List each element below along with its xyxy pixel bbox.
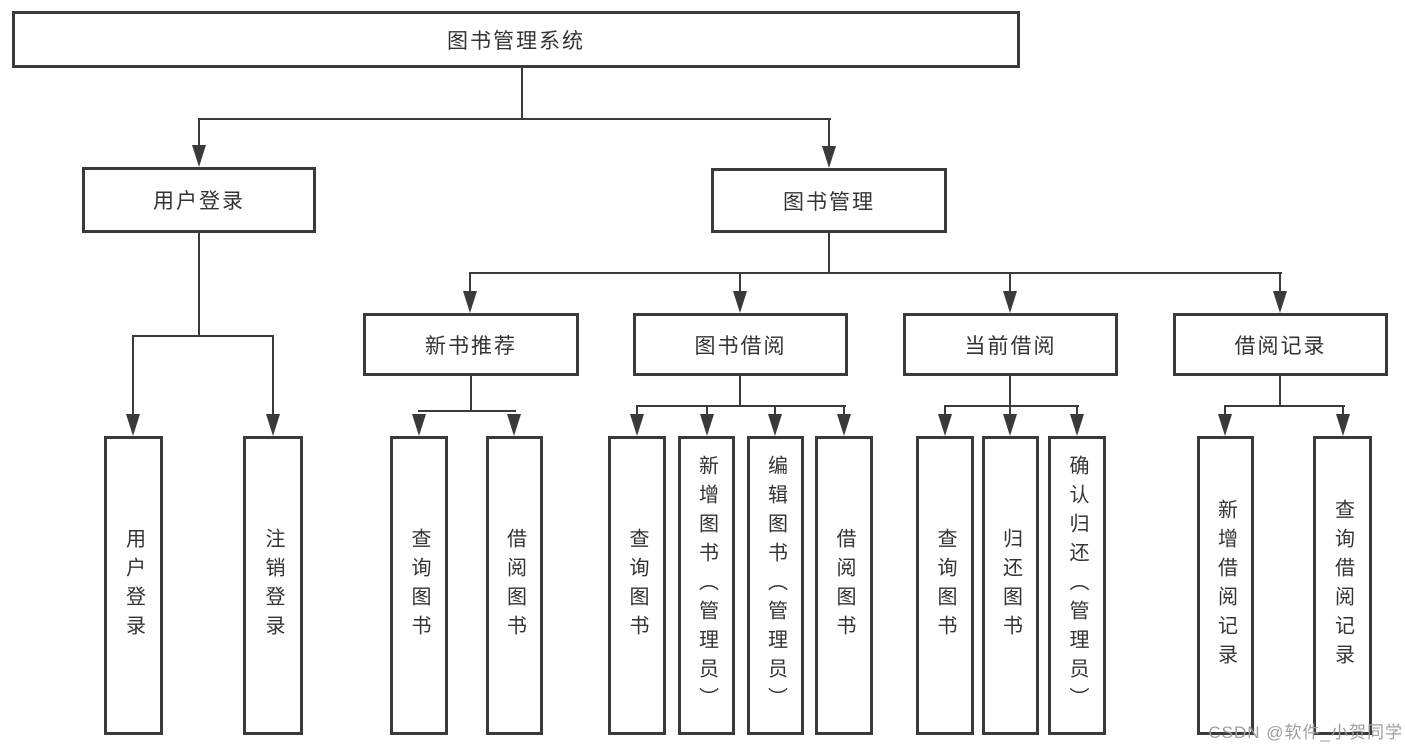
connector-line bbox=[1224, 405, 1345, 407]
connector-line bbox=[469, 274, 471, 293]
arrow-down-icon bbox=[1336, 414, 1350, 436]
node-book-borrowing: 图书借阅 bbox=[633, 313, 848, 376]
node-new-book-recommendation: 新书推荐 bbox=[363, 313, 579, 376]
leaf-query-books-borrowing: 查询图书 bbox=[608, 436, 666, 735]
arrow-down-icon bbox=[837, 414, 851, 436]
leaf-return-books: 归还图书 bbox=[982, 436, 1039, 735]
leaf-logout: 注销登录 bbox=[243, 436, 303, 735]
node-root: 图书管理系统 bbox=[12, 11, 1020, 68]
arrow-down-icon bbox=[822, 146, 836, 168]
connector-line bbox=[1076, 407, 1078, 416]
leaf-query-books-current: 查询图书 bbox=[916, 436, 974, 735]
connector-line bbox=[843, 407, 845, 416]
arrow-down-icon bbox=[463, 291, 477, 313]
connector-line bbox=[706, 407, 708, 416]
leaf-borrow-books-recommend: 借阅图书 bbox=[486, 436, 543, 735]
node-book-management: 图书管理 bbox=[711, 168, 947, 233]
connector-line bbox=[1279, 274, 1281, 293]
connector-line bbox=[1224, 407, 1226, 416]
arrow-down-icon bbox=[266, 414, 280, 436]
connector-line bbox=[739, 376, 741, 407]
leaf-borrow-books-label: 借阅图书 bbox=[833, 527, 855, 644]
leaf-add-borrow-record-label: 新增借阅记录 bbox=[1214, 498, 1237, 673]
arrow-down-icon bbox=[1003, 291, 1017, 313]
connector-line bbox=[1009, 407, 1011, 416]
connector-line bbox=[132, 335, 274, 337]
connector-line bbox=[739, 274, 741, 293]
leaf-query-books-borrowing-label: 查询图书 bbox=[626, 527, 648, 644]
leaf-confirm-return-admin: 确认归还（管理员） bbox=[1048, 436, 1106, 735]
node-root-label: 图书管理系统 bbox=[447, 29, 585, 53]
leaf-query-borrow-record-label: 查询借阅记录 bbox=[1331, 498, 1354, 673]
leaf-query-books-recommend-label: 查询图书 bbox=[408, 527, 430, 644]
arrow-down-icon bbox=[700, 414, 714, 436]
node-borrowing-records-label: 借阅记录 bbox=[1234, 334, 1327, 358]
leaf-confirm-return-admin-label: 确认归还（管理员） bbox=[1066, 455, 1088, 716]
node-borrowing-records: 借阅记录 bbox=[1173, 313, 1388, 376]
csdn-watermark: CSDN @软件_小贺同学 bbox=[1208, 723, 1403, 742]
node-new-book-recommendation-label: 新书推荐 bbox=[425, 334, 517, 358]
node-user-login-label: 用户登录 bbox=[153, 190, 245, 213]
connector-line bbox=[1279, 376, 1281, 407]
leaf-add-books-admin: 新增图书（管理员） bbox=[678, 436, 735, 735]
leaf-add-borrow-record: 新增借阅记录 bbox=[1197, 436, 1254, 735]
connector-line bbox=[944, 405, 1079, 407]
connector-line bbox=[828, 120, 830, 148]
arrow-down-icon bbox=[1273, 291, 1287, 313]
connector-line bbox=[198, 120, 200, 147]
arrow-down-icon bbox=[192, 145, 206, 167]
arrow-down-icon bbox=[733, 291, 747, 313]
connector-line bbox=[198, 118, 831, 120]
connector-line bbox=[636, 407, 638, 416]
connector-line bbox=[132, 337, 134, 416]
connector-line bbox=[418, 410, 516, 412]
connector-line bbox=[470, 376, 472, 412]
node-book-borrowing-label: 图书借阅 bbox=[694, 334, 787, 358]
leaf-borrow-books-recommend-label: 借阅图书 bbox=[503, 527, 526, 644]
leaf-edit-books-admin-label: 编辑图书（管理员） bbox=[764, 455, 787, 716]
arrow-down-icon bbox=[1003, 414, 1017, 436]
leaf-logout-label: 注销登录 bbox=[262, 527, 284, 644]
connector-line bbox=[1009, 376, 1011, 407]
arrow-down-icon bbox=[630, 414, 644, 436]
leaf-query-borrow-record: 查询借阅记录 bbox=[1313, 436, 1372, 735]
leaf-add-books-admin-label: 新增图书（管理员） bbox=[695, 455, 718, 716]
connector-line bbox=[636, 405, 846, 407]
connector-line bbox=[521, 68, 523, 120]
connector-line bbox=[1009, 274, 1011, 293]
arrow-down-icon bbox=[126, 414, 140, 436]
leaf-edit-books-admin: 编辑图书（管理员） bbox=[747, 436, 804, 735]
connector-line bbox=[272, 337, 274, 416]
arrow-down-icon bbox=[1070, 414, 1084, 436]
arrow-down-icon bbox=[938, 414, 952, 436]
leaf-user-login-label: 用户登录 bbox=[122, 527, 145, 644]
connector-line bbox=[1342, 407, 1344, 416]
node-current-borrowing-label: 当前借阅 bbox=[964, 334, 1057, 358]
node-current-borrowing: 当前借阅 bbox=[903, 313, 1118, 376]
arrow-down-icon bbox=[412, 414, 426, 436]
leaf-query-books-recommend: 查询图书 bbox=[390, 436, 448, 735]
leaf-query-books-current-label: 查询图书 bbox=[934, 527, 956, 644]
connector-line bbox=[198, 233, 200, 337]
arrow-down-icon bbox=[507, 414, 521, 436]
arrow-down-icon bbox=[1218, 414, 1232, 436]
connector-line bbox=[469, 272, 1282, 274]
node-user-login: 用户登录 bbox=[82, 167, 316, 233]
connector-line bbox=[774, 407, 776, 416]
connector-line bbox=[828, 233, 830, 274]
arrow-down-icon bbox=[768, 414, 782, 436]
leaf-borrow-books: 借阅图书 bbox=[815, 436, 873, 735]
leaf-user-login: 用户登录 bbox=[104, 436, 163, 735]
connector-line bbox=[944, 407, 946, 416]
node-book-management-label: 图书管理 bbox=[783, 190, 875, 214]
leaf-return-books-label: 归还图书 bbox=[999, 527, 1022, 644]
